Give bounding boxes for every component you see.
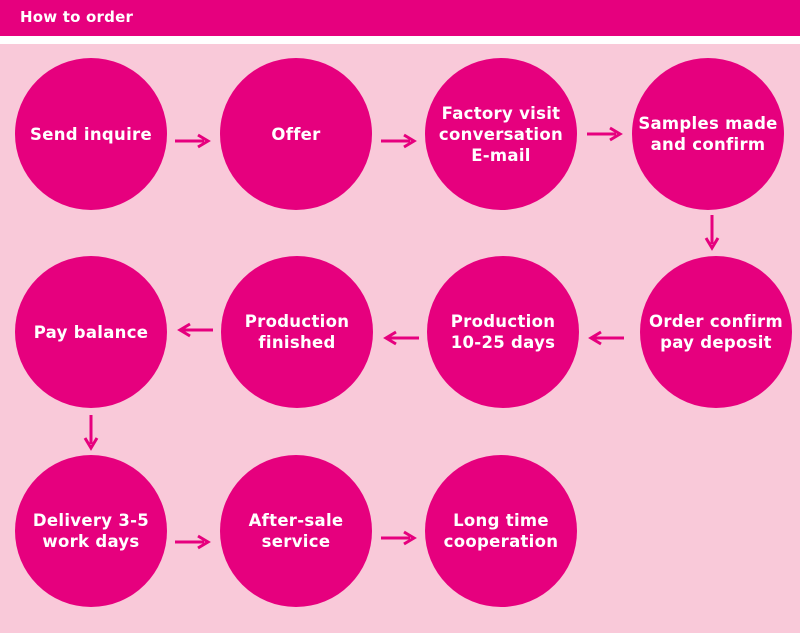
arrow-left-icon	[174, 322, 214, 338]
step-delivery: Delivery 3-5 work days	[15, 455, 167, 607]
arrow-down-icon	[83, 414, 99, 454]
step-factory-visit: Factory visit conversation E-mail	[425, 58, 577, 210]
step-label: Factory visit conversation E-mail	[438, 103, 564, 165]
page-title: How to order	[20, 8, 134, 26]
step-label: Samples made and confirm	[638, 114, 778, 154]
step-label: After-sale service	[248, 511, 344, 551]
step-label: Offer	[271, 124, 321, 144]
step-after-sale: After-sale service	[220, 455, 372, 607]
arrow-right-icon	[174, 534, 214, 550]
step-production-finished: Production finished	[221, 256, 373, 408]
header-bar: How to order	[0, 0, 800, 36]
step-label: Pay balance	[33, 322, 149, 342]
arrow-down-icon	[704, 214, 720, 254]
step-label: Delivery 3-5 work days	[32, 511, 150, 551]
step-label: Production 10-25 days	[450, 312, 556, 352]
step-samples-made: Samples made and confirm	[632, 58, 784, 210]
step-send-inquire: Send inquire	[15, 58, 167, 210]
step-long-time: Long time cooperation	[425, 455, 577, 607]
arrow-left-icon	[585, 330, 625, 346]
arrow-right-icon	[174, 133, 214, 149]
arrow-right-icon	[380, 133, 420, 149]
step-label: Production finished	[244, 312, 350, 352]
step-label: Long time cooperation	[443, 511, 559, 551]
step-order-confirm: Order confirm pay deposit	[640, 256, 792, 408]
step-label: Order confirm pay deposit	[649, 312, 783, 352]
arrow-right-icon	[586, 126, 626, 142]
step-pay-balance: Pay balance	[15, 256, 167, 408]
step-production-days: Production 10-25 days	[427, 256, 579, 408]
arrow-left-icon	[380, 330, 420, 346]
step-offer: Offer	[220, 58, 372, 210]
arrow-right-icon	[380, 530, 420, 546]
step-label: Send inquire	[30, 124, 152, 144]
